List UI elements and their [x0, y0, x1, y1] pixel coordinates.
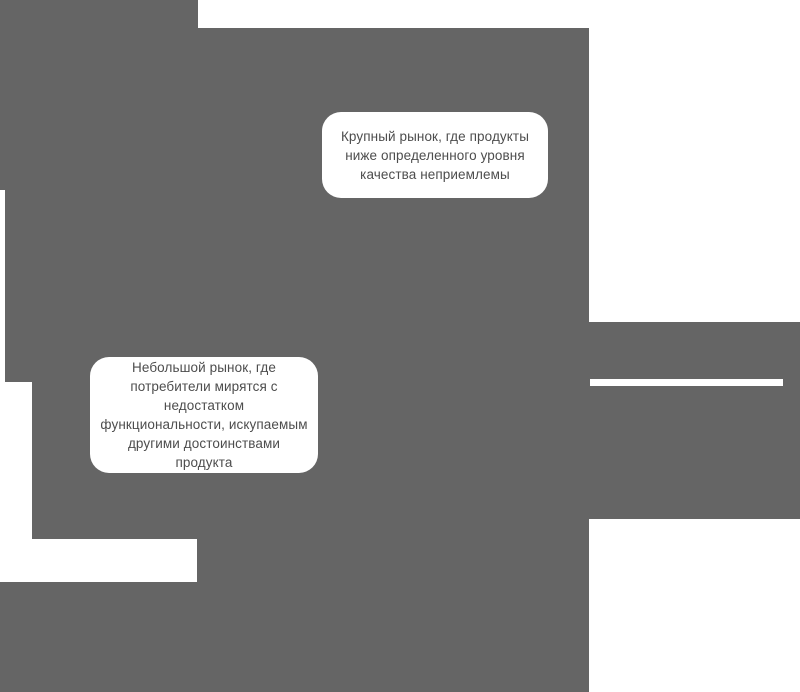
left-thin-white-sliver: [0, 190, 5, 382]
right-lower-white-panel: [589, 519, 800, 692]
callout-small-market-text: Небольшой рынок, где потребители мирятся…: [100, 360, 308, 470]
right-thin-white-bar: [590, 379, 783, 386]
callout-large-market-text: Крупный рынок, где продукты ниже определ…: [340, 128, 530, 182]
left-white-band: [0, 539, 197, 582]
callout-small-market: Небольшой рынок, где потребители мирятся…: [90, 357, 318, 473]
left-white-column: [0, 382, 32, 539]
top-white-band: [198, 0, 800, 28]
right-upper-white-panel: [589, 28, 800, 322]
callout-large-market: Крупный рынок, где продукты ниже определ…: [322, 112, 548, 198]
